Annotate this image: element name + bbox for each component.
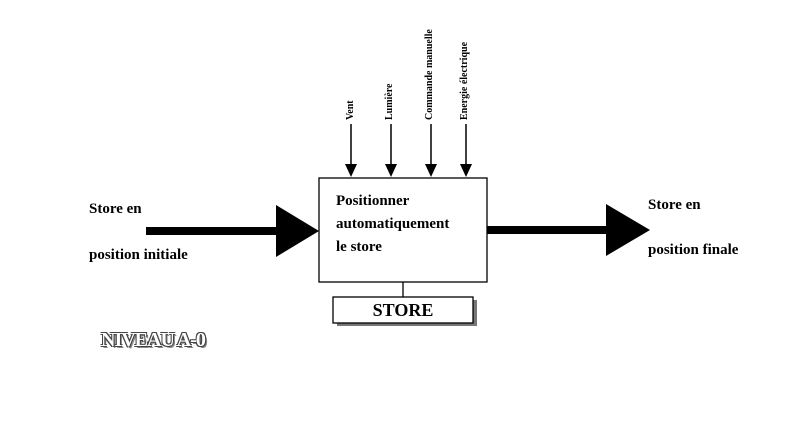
- control-arrow-lumiere: [385, 124, 397, 177]
- control-label-lumiere: Lumière: [384, 83, 395, 120]
- activity-label-line1: Positionner: [336, 193, 410, 209]
- input-label-line2: position initiale: [89, 247, 188, 263]
- activity-label: Positionner automatiquement le store: [336, 190, 449, 259]
- input-arrowhead: [276, 205, 319, 257]
- control-arrow-commande: [425, 124, 437, 177]
- control-label-commande-manuelle: Commande manuelle: [424, 29, 435, 120]
- activity-label-line3: le store: [336, 239, 382, 255]
- control-label-energie-electrique: Energie électrique: [459, 41, 470, 120]
- mechanism-label: STORE: [372, 300, 434, 320]
- level-title: NIVEAU A-0: [101, 329, 206, 351]
- activity-label-line2: automatiquement: [336, 216, 450, 232]
- control-arrow-energie: [460, 124, 472, 177]
- output-label-line1: Store en: [648, 197, 701, 213]
- input-label-line1: Store en: [89, 201, 142, 217]
- activity-box: [318, 177, 488, 283]
- control-label-vent: Vent: [345, 100, 356, 120]
- mechanism-box: [332, 296, 474, 324]
- output-arrowhead: [606, 204, 650, 256]
- control-arrow-vent: [345, 124, 357, 177]
- output-label-line2: position finale: [648, 242, 739, 258]
